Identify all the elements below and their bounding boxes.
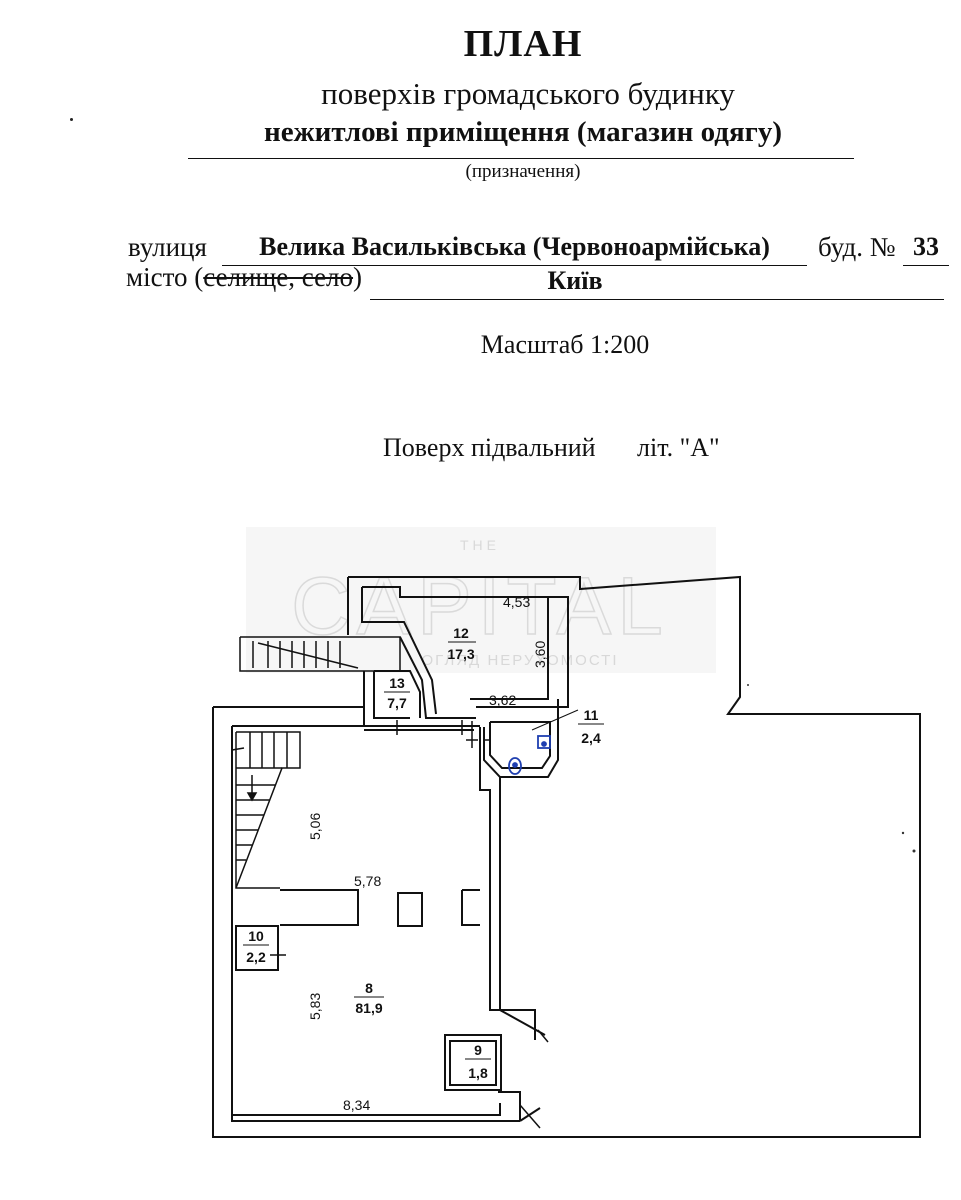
purpose-underline [188,158,854,159]
city-label: місто (селище, село) [126,262,362,293]
city-underline [370,299,944,300]
city-label-text: місто [126,262,188,292]
toilet-icon [508,757,522,775]
room-13-area: 7,7 [387,695,407,711]
city-paren-open: ( [194,262,204,292]
room-8-number: 8 [365,980,373,996]
scale-text: Масштаб 1:200 [480,330,650,359]
room-13-number: 13 [389,675,405,691]
purpose-caption: (призначення) [465,161,581,182]
right-door-marks [519,1029,549,1129]
room-10-number: 10 [248,928,264,944]
dimension-506: 5,06 [307,813,323,840]
street-underline [222,265,807,266]
plan-subtitle: поверхів громадського будинку [321,76,735,111]
room-12-area: 17,3 [447,646,474,662]
room-8-area: 81,9 [355,1000,382,1016]
room-10 [235,925,286,971]
floor-label: Поверх підвальний [383,433,596,462]
room-11 [466,706,579,778]
room-11-number: 11 [584,707,599,723]
watermark-top: THE [460,537,500,553]
dimension-360: 3,60 [532,641,548,668]
room-9 [444,1034,502,1091]
dimension-583: 5,83 [307,993,323,1020]
sink-icon [537,735,551,749]
door-ticks [396,720,463,735]
dimension-453: 4,53 [503,594,530,610]
dimension-labels: 4,53 3,60 3,62 5,06 5,78 5,83 8,34 [307,594,548,1113]
floor-letter: літ. "А" [637,433,720,462]
room-9-number: 9 [474,1042,482,1058]
room-10-area: 2,2 [246,949,266,965]
lower-stair [231,731,301,889]
sanitary-fixtures [508,735,551,775]
room-labels: 12 17,3 13 7,7 11 2,4 10 2,2 8 81,9 9 1,… [243,625,604,1081]
building-value: 33 [913,232,939,261]
room-9-area: 1,8 [468,1065,488,1081]
city-struck-text: селище, село [203,262,354,292]
basement-walls [231,725,546,1122]
street-value: Велика Васильківська (Червоноармійська) [259,232,770,261]
building-outline [212,575,921,1138]
watermark: THE CAPITAL ОГЛЯД НЕРУХОМОСТІ [246,527,716,673]
scan-dot [70,118,73,121]
room-12-number: 12 [453,625,469,641]
dimension-578: 5,78 [354,873,381,889]
scan-specks [747,684,916,853]
building-underline [903,265,949,266]
plan-title: ПЛАН [463,23,583,65]
building-label: буд. № [818,232,896,262]
city-paren-close: ) [353,262,363,292]
watermark-box [246,527,716,673]
purpose-value: нежитлові приміщення (магазин одягу) [264,116,782,148]
dimension-362: 3,62 [489,692,516,708]
street-label: вулиця [128,232,207,262]
city-value: Київ [547,266,603,295]
room-11-area: 2,4 [581,730,601,746]
dimension-834: 8,34 [343,1097,370,1113]
